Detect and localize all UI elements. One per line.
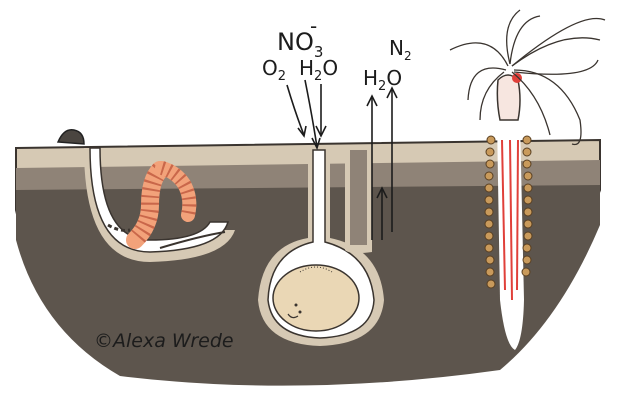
anemone-tentacles [450, 10, 605, 145]
label-nitrogen: N2 [389, 36, 412, 63]
credit-text: ©Alexa Wrede [94, 330, 234, 352]
arrow-nitrate-in [305, 80, 317, 147]
label-water-out: H2O [363, 66, 402, 94]
label-nitrate-charge: - [310, 14, 317, 38]
arrow-oxygen-in [287, 85, 304, 135]
label-oxygen: O2 [262, 56, 286, 84]
outflow-burrow [345, 150, 372, 253]
cell [273, 265, 359, 331]
pebble [58, 130, 84, 144]
